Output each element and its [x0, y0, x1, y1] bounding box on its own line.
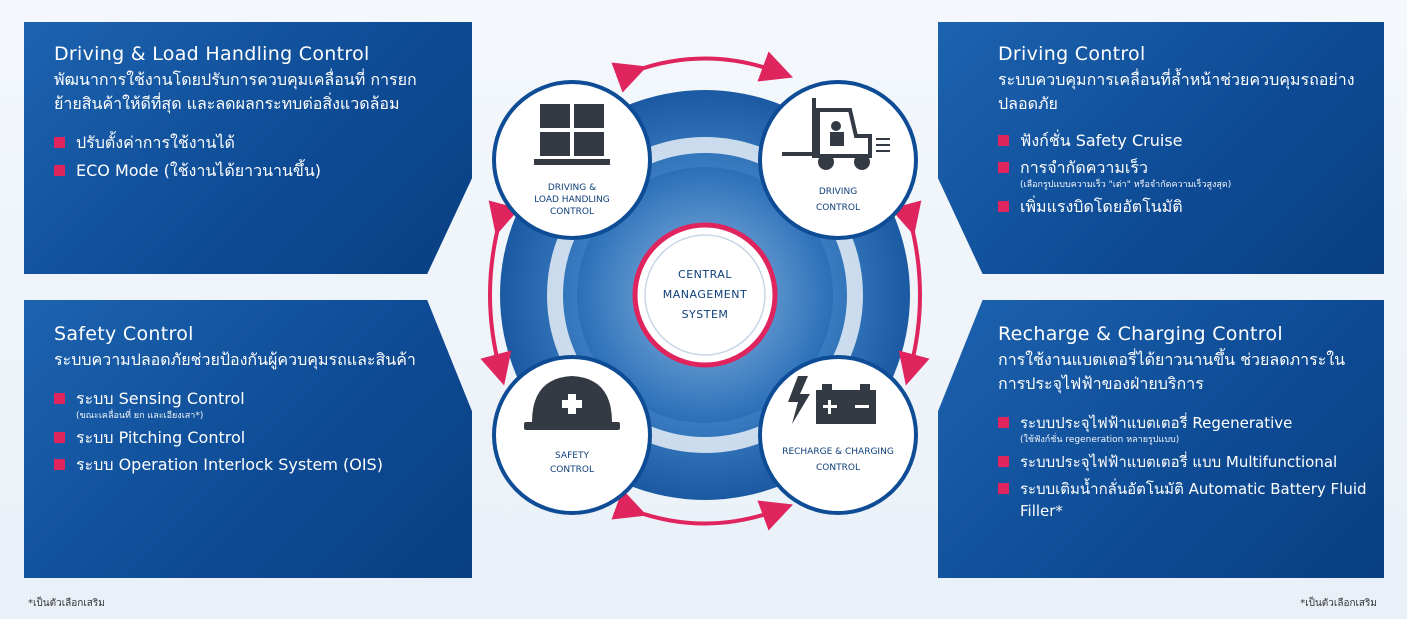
bullet-square-icon — [998, 201, 1009, 212]
bullet-square-icon — [54, 393, 65, 404]
panel-description: การใช้งานแบตเตอรี่ได้ยาวนานขึ้น ช่วยลดภา… — [998, 350, 1346, 393]
bullet-square-icon — [54, 165, 65, 176]
bullet-square-icon — [998, 135, 1009, 146]
bullet-subtext: (ขณะเคลื่อนที่ ยก และเอียงเสา*) — [76, 411, 204, 421]
circle-recharge: RECHARGE & CHARGING CONTROL — [758, 355, 918, 515]
bullet-list: ฟังก์ชั่น Safety Cruise การจำกัดความเร็ว… — [998, 130, 1364, 218]
bullet-square-icon — [54, 459, 65, 470]
bullet-square-icon — [54, 432, 65, 443]
bullet-text: ปรับตั้งค่าการใช้งานได้ — [76, 133, 235, 152]
bullet-item: ระบบ Pitching Control — [54, 427, 444, 449]
bullet-square-icon — [998, 162, 1009, 173]
bullet-square-icon — [998, 456, 1009, 467]
center-management-circle: CENTRAL MANAGEMENT SYSTEM — [632, 222, 778, 368]
forklift-icon — [782, 98, 890, 170]
panel-recharge-charging-control: Recharge & Charging Control การใช้งานแบต… — [938, 300, 1384, 578]
panel-load-handling-control: Driving & Load Handling Control พัฒนาการ… — [24, 22, 472, 274]
footnote-right: *เป็นตัวเลือกเสริม — [1300, 598, 1377, 609]
bullet-text: ระบบประจุไฟฟ้าแบตเตอรี่ แบบ Multifunctio… — [1020, 453, 1338, 471]
circle-label-line: DRIVING — [819, 187, 857, 197]
panel-description: ระบบความปลอดภัยช่วยป้องกันผู้ควบคุมรถและ… — [54, 350, 416, 369]
bullet-text: เพิ่มแรงบิดโดยอัตโนมัติ — [1020, 197, 1183, 216]
bullet-text: ระบบประจุไฟฟ้าแบตเตอรี่ Regenerative — [1020, 414, 1293, 432]
hard-hat-icon — [524, 376, 620, 430]
pallet-boxes-icon — [534, 104, 610, 165]
battery-charge-icon — [788, 376, 876, 424]
bullet-subtext: (ใช้ฟังก์ชั่น regeneration หลายรูปแบบ) — [1020, 435, 1180, 445]
panel-driving-control: Driving Control ระบบควบคุมการเคลื่อนที่ล… — [938, 22, 1384, 274]
circle-safety: SAFETY CONTROL — [492, 355, 652, 515]
panel-title: Driving & Load Handling Control — [54, 43, 370, 65]
circle-label-line: CONTROL — [550, 207, 594, 217]
bullet-item: ปรับตั้งค่าการใช้งานได้ — [54, 132, 444, 154]
circle-label-line: CONTROL — [550, 465, 594, 475]
arrow-right — [890, 200, 930, 386]
bullet-item: ฟังก์ชั่น Safety Cruise — [998, 130, 1364, 152]
bullet-list: ระบบ Sensing Control (ขณะเคลื่อนที่ ยก แล… — [54, 388, 444, 476]
arrow-bottom — [611, 489, 794, 531]
panel-description: พัฒนาการใช้งานโดยปรับการควบคุมเคลื่อนที่… — [54, 70, 417, 113]
bullet-item: การจำกัดความเร็ว (เลือกรูปแบบความเร็ว "เต… — [998, 157, 1364, 191]
circle-label-line: RECHARGE & CHARGING — [782, 447, 894, 457]
central-system-diagram: CENTRAL MANAGEMENT SYSTEM DRIVING & LOAD… — [480, 51, 930, 531]
circle-driving: DRIVING CONTROL — [758, 80, 918, 240]
center-label-line: CENTRAL — [678, 268, 732, 281]
bullet-subtext: (เลือกรูปแบบความเร็ว "เต่า" หรือจำกัดควา… — [1020, 180, 1232, 190]
footnote-left: *เป็นตัวเลือกเสริม — [28, 598, 105, 609]
bullet-text: ระบบ Pitching Control — [76, 428, 246, 447]
center-label-line: MANAGEMENT — [663, 288, 747, 301]
bullet-text: ระบบ Operation Interlock System (OIS) — [76, 455, 383, 474]
bullet-list: ปรับตั้งค่าการใช้งานได้ ECO Mode (ใช้งาน… — [54, 132, 444, 182]
panel-safety-control: Safety Control ระบบความปลอดภัยช่วยป้องกั… — [24, 300, 472, 578]
bullet-item: เพิ่มแรงบิดโดยอัตโนมัติ — [998, 196, 1364, 218]
arrow-left — [480, 200, 520, 386]
circle-label-line: LOAD HANDLING — [534, 195, 610, 205]
bullet-square-icon — [998, 483, 1009, 494]
bullet-item: ระบบ Sensing Control (ขณะเคลื่อนที่ ยก แล… — [54, 388, 444, 422]
circle-load-handling: DRIVING & LOAD HANDLING CONTROL — [492, 80, 652, 240]
bullet-text: ฟังก์ชั่น Safety Cruise — [1020, 131, 1183, 150]
bullet-text: ECO Mode (ใช้งานได้ยาวนานขึ้น) — [76, 161, 322, 180]
bullet-item: ระบบประจุไฟฟ้าแบตเตอรี่ แบบ Multifunctio… — [998, 451, 1370, 473]
bullet-square-icon — [998, 417, 1009, 428]
bullet-text: ระบบ Sensing Control — [76, 389, 245, 408]
bullet-item: ระบบ Operation Interlock System (OIS) — [54, 454, 444, 476]
white-band-ring — [547, 137, 863, 453]
circle-label-line: DRIVING & — [548, 183, 596, 193]
bullet-item: ECO Mode (ใช้งานได้ยาวนานขึ้น) — [54, 160, 444, 182]
center-label-line: SYSTEM — [682, 308, 729, 321]
panel-description: ระบบควบคุมการเคลื่อนที่ล้ำหน้าช่วยควบคุม… — [998, 70, 1355, 113]
circle-label-line: CONTROL — [816, 463, 860, 473]
bullet-list: ระบบประจุไฟฟ้าแบตเตอรี่ Regenerative (ใช้… — [998, 412, 1370, 522]
circle-label-line: SAFETY — [555, 451, 589, 461]
bullet-item: ระบบประจุไฟฟ้าแบตเตอรี่ Regenerative (ใช้… — [998, 412, 1370, 446]
panel-title: Recharge & Charging Control — [998, 323, 1283, 345]
panel-title: Safety Control — [54, 323, 194, 345]
bullet-text: การจำกัดความเร็ว — [1020, 158, 1148, 177]
circle-label-line: CONTROL — [816, 203, 860, 213]
panel-title: Driving Control — [998, 43, 1146, 65]
bullet-square-icon — [54, 137, 65, 148]
bullet-text: ระบบเติมน้ำกลั่นอัตโนมัติ Automatic Batt… — [1020, 480, 1367, 520]
bullet-item: ระบบเติมน้ำกลั่นอัตโนมัติ Automatic Batt… — [998, 478, 1370, 522]
arrow-top — [611, 51, 794, 93]
